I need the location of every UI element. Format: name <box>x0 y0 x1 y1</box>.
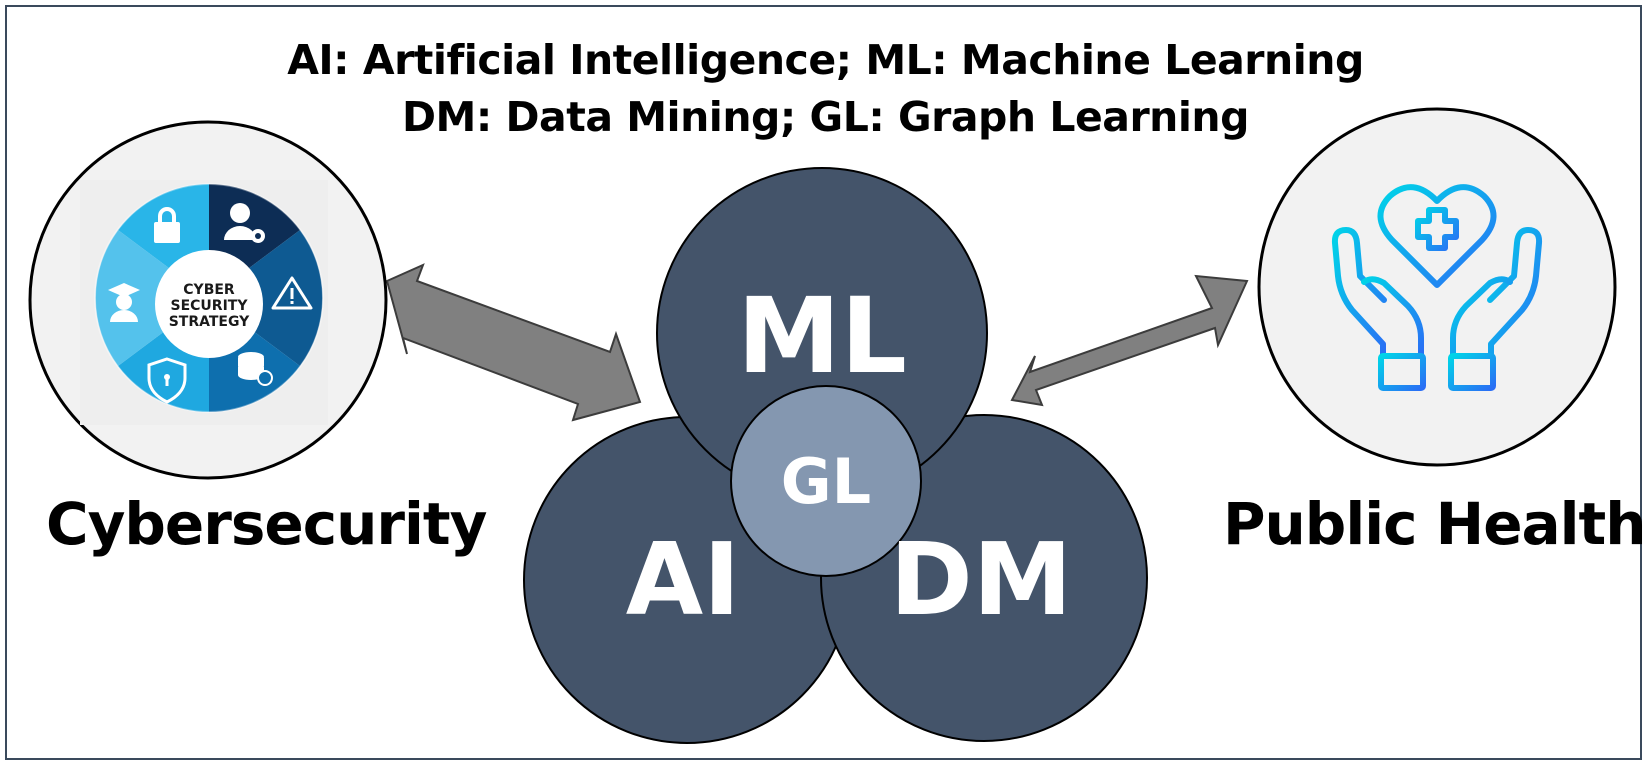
user-key-icon <box>224 203 265 243</box>
shield-icon <box>147 357 187 404</box>
cyber-wheel-text-3: STRATEGY <box>169 314 250 330</box>
graduate-icon <box>108 283 140 322</box>
gl-circle <box>730 385 922 577</box>
hands-holding-heart-cross-icon <box>1331 184 1543 391</box>
database-refresh-icon <box>238 352 273 386</box>
legend-line-2: DM: Data Mining; GL: Graph Learning <box>402 93 1249 141</box>
lock-icon <box>154 207 180 243</box>
wheel-center <box>155 250 263 358</box>
legend-line-1: AI: Artificial Intelligence; ML: Machine… <box>287 36 1364 84</box>
arrow-dm-to-public-health <box>1010 274 1249 407</box>
diagram-border <box>5 5 1642 760</box>
ai-label: AI <box>626 521 741 638</box>
public-health-label: Public Health <box>1223 490 1647 558</box>
cyber-wheel-text-1: CYBER <box>183 282 235 298</box>
wheel-segment-graduate <box>95 230 209 366</box>
dm-label: DM <box>890 521 1073 638</box>
ml-label: ML <box>737 275 907 397</box>
wheel-ring <box>94 183 324 413</box>
gl-label: GL <box>781 445 871 518</box>
cybersecurity-node: CYBER SECURITY STRATEGY <box>28 120 388 480</box>
cyber-security-strategy-wheel-icon: CYBER SECURITY STRATEGY <box>94 183 324 413</box>
warning-icon <box>271 276 313 310</box>
cyber-wheel-text-2: SECURITY <box>171 298 249 314</box>
public-health-node <box>1257 107 1617 467</box>
wheel-segment-warning <box>209 230 323 366</box>
arrow-ai-to-cybersecurity <box>385 263 642 422</box>
cybersecurity-label: Cybersecurity <box>46 490 487 558</box>
